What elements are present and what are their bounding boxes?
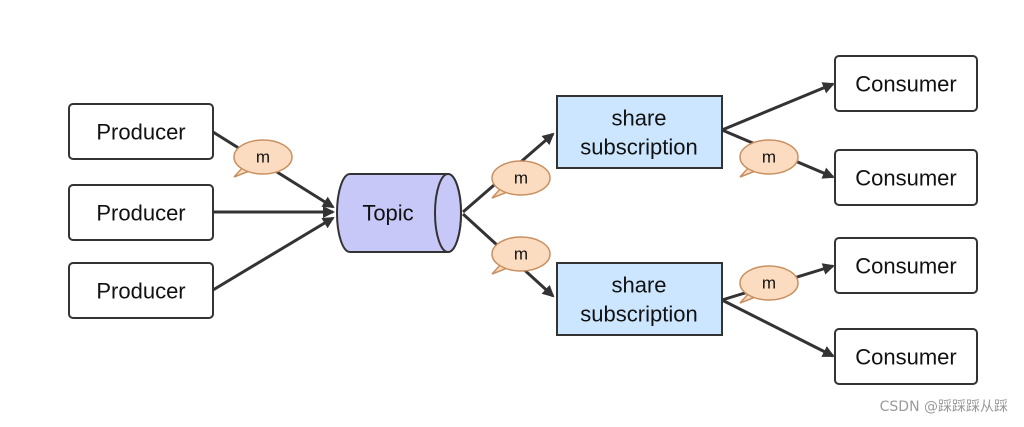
arrow-subscription-2-to-consumer-4	[721, 298, 835, 358]
consumer-label: Consumer	[855, 254, 956, 279]
message-bubble: m	[233, 139, 293, 178]
producer-label: Producer	[96, 120, 185, 145]
message-label: m	[256, 148, 270, 167]
message-label: m	[514, 245, 528, 264]
subscription-node: share subscription	[556, 262, 723, 336]
arrow-subscription-1-to-consumer-1	[721, 82, 835, 132]
subscription-label-line: share	[611, 273, 666, 298]
producer-label: Producer	[96, 201, 185, 226]
consumer-node: Consumer	[834, 149, 978, 206]
consumer-node: Consumer	[834, 328, 978, 385]
message-label: m	[514, 169, 528, 188]
watermark: CSDN @踩踩踩从踩	[880, 399, 1008, 415]
message-bubble: m	[739, 139, 799, 178]
message-bubble: m	[491, 160, 551, 199]
message-label: m	[762, 274, 776, 293]
message-bubble: m	[739, 265, 799, 304]
consumer-node: Consumer	[834, 237, 978, 294]
subscription-label-line: subscription	[580, 302, 697, 327]
subscription-label-line: share	[611, 106, 666, 131]
consumer-label: Consumer	[855, 166, 956, 191]
consumer-label: Consumer	[855, 72, 956, 97]
producer-node: Producer	[68, 262, 214, 319]
subscription-label-line: subscription	[580, 135, 697, 160]
message-bubble: m	[491, 236, 551, 275]
arrows	[212, 82, 835, 358]
consumer-node: Consumer	[834, 55, 978, 112]
subscription-node: share subscription	[556, 95, 723, 169]
consumer-label: Consumer	[855, 345, 956, 370]
producer-label: Producer	[96, 279, 185, 304]
producer-node: Producer	[68, 103, 214, 160]
topic-node: Topic	[336, 173, 462, 253]
arrow-producer-3-to-topic	[212, 216, 335, 292]
producer-node: Producer	[68, 184, 214, 241]
message-label: m	[762, 148, 776, 167]
topic-label: Topic	[362, 201, 413, 226]
